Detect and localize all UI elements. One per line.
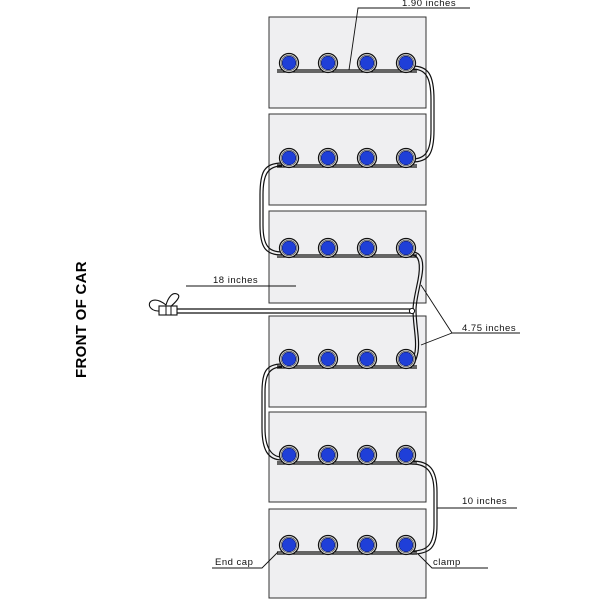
clamp-label: clamp (433, 557, 461, 568)
light-bulb-icon (395, 444, 417, 466)
loop-4-5 (261, 363, 283, 461)
light-bulb-icon (317, 348, 339, 370)
leader-gap-b (420, 332, 453, 346)
loop-1-2 (411, 65, 435, 163)
end-cap-label: End cap (215, 557, 253, 568)
loop-2-3-inner (262, 165, 283, 253)
loop-5-6 (411, 460, 438, 555)
leader-clamp (417, 553, 488, 569)
loop-1-2-inner (411, 68, 432, 160)
light-bulb-icon (278, 534, 300, 556)
row-wire-4 (277, 365, 417, 369)
junction-icon (408, 307, 416, 315)
light-bulb-icon (278, 444, 300, 466)
wires-layer (176, 65, 438, 555)
leader-top-spacing (348, 7, 470, 71)
light-bulb-icon (356, 348, 378, 370)
row-wire-3 (277, 254, 417, 258)
gap-length-label: 4.75 inches (462, 323, 516, 334)
panels-layer (268, 16, 427, 599)
light-bulb-icon (356, 147, 378, 169)
leader-lines (186, 7, 520, 569)
light-bulb-icon (317, 444, 339, 466)
light-bulb-icon (395, 147, 417, 169)
light-bulb-icon (395, 348, 417, 370)
loop-3-4 (409, 251, 424, 365)
row-wire-6 (277, 551, 417, 555)
plug-connector-icon (148, 293, 180, 316)
front-of-car-label: FRONT OF CAR (73, 261, 90, 378)
light-bulb-icon (278, 237, 300, 259)
bottom-length-label: 10 inches (462, 496, 507, 507)
loop-2-3 (259, 162, 283, 256)
light-bulb-icon (278, 147, 300, 169)
light-bulb-icon (317, 237, 339, 259)
light-bulb-icon (356, 444, 378, 466)
top-spacing-label: 1.90 inches (402, 0, 456, 9)
loop-5-6-inner (411, 463, 435, 552)
row-wire-2 (277, 164, 417, 168)
light-bulb-icon (356, 534, 378, 556)
light-bulb-icon (317, 147, 339, 169)
light-bulb-icon (317, 534, 339, 556)
lights-layer (278, 52, 417, 556)
light-bulb-icon (395, 237, 417, 259)
row-wire-1 (277, 69, 417, 73)
loop-4-5-inner (264, 366, 283, 458)
leader-end-cap (212, 551, 279, 569)
light-bulb-icon (395, 52, 417, 74)
row-wire-5 (277, 461, 417, 465)
light-bulb-icon (356, 52, 378, 74)
light-bulb-icon (356, 237, 378, 259)
lead-wire (176, 308, 414, 314)
lead-length-label: 18 inches (213, 275, 258, 286)
light-bulb-icon (317, 52, 339, 74)
light-bulb-icon (395, 534, 417, 556)
light-bulb-icon (278, 348, 300, 370)
light-bulb-icon (278, 52, 300, 74)
